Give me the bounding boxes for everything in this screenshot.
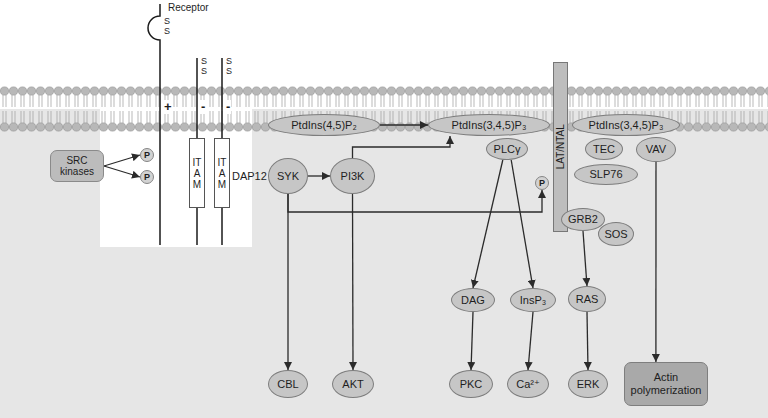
disulfide-label: S [226, 57, 232, 67]
node-text: P [144, 172, 150, 182]
node-text: PKC [460, 378, 483, 391]
protein-oval: RAS [568, 286, 606, 312]
charge-sign: - [200, 100, 206, 114]
node-text: PtdIns(4,5)P₂ [291, 119, 356, 132]
signal-arrow [473, 160, 503, 288]
phospho-circle: P [140, 148, 154, 162]
lipid-oval: PtdIns(3,4,5)P₃ [572, 114, 680, 136]
protein-oval: SOS [598, 222, 634, 246]
signal-arrow [511, 160, 533, 288]
charge-sign: + [163, 100, 173, 114]
protein-oval: VAV [636, 137, 676, 162]
lipid-bilayer [0, 86, 768, 132]
node-text: TEC [593, 143, 615, 156]
node-text: GRB2 [568, 213, 598, 226]
phospho-circle: P [140, 170, 154, 184]
node-text: RAS [576, 293, 599, 306]
signal-arrow [471, 312, 473, 370]
adaptor-bar: LAT/NTAL [553, 62, 568, 232]
protein-oval: SYK [268, 158, 308, 194]
output-oval: ERK [568, 370, 608, 398]
disulfide-label: S [201, 57, 207, 67]
disulfide-label: S [164, 27, 170, 37]
messenger-oval: DAG [451, 288, 495, 312]
protein-oval: PLCγ [486, 138, 528, 160]
protein-oval: SLP76 [574, 164, 638, 185]
node-text: PtdIns(3,4,5)P₃ [452, 119, 527, 132]
disulfide-label: S [226, 67, 232, 77]
signal-arrow [353, 136, 451, 158]
node-text: AKT [342, 378, 363, 391]
node-text: SRC kinases [54, 155, 100, 178]
node-text: Actin polymerization [628, 371, 704, 396]
node-text: LAT/NTAL [555, 124, 567, 169]
disulfide-label: S [164, 17, 170, 27]
node-text: DAG [461, 294, 485, 307]
output-oval: PKC [449, 370, 493, 398]
protein-oval: TEC [585, 138, 623, 160]
node-text: ERK [577, 378, 600, 391]
receptor-chain [148, 4, 160, 245]
node-text: VAV [646, 143, 666, 156]
disulfide-label: S [201, 67, 207, 77]
node-text: PtdIns(3,4,5)P₃ [589, 119, 664, 132]
node-text: CBL [277, 378, 298, 391]
protein-oval: PI3K [330, 158, 375, 194]
node-text: P [144, 150, 150, 160]
signal-arrow [528, 312, 533, 370]
node-text: PLCγ [494, 143, 521, 156]
output-oval: AKT [332, 370, 374, 398]
itam-box: ITAM [189, 138, 205, 208]
lipid-oval: PtdIns(3,4,5)P₃ [428, 114, 550, 136]
lipid-oval: PtdIns(4,5)P₂ [268, 114, 380, 136]
signal-arrow [308, 175, 330, 176]
signal-arrow [587, 312, 588, 370]
phospho-circle: P [535, 176, 549, 190]
signal-arrow [104, 166, 140, 177]
kinase-box: SRC kinases [50, 150, 104, 182]
node-text: P [539, 178, 545, 188]
signal-arrow [380, 124, 428, 125]
output-oval: CBL [268, 370, 308, 398]
signal-arrow [287, 194, 288, 370]
output-oval: Ca²⁺ [507, 370, 549, 398]
node-text: ITAM [217, 157, 227, 190]
node-text: Ca²⁺ [516, 378, 540, 391]
signal-arrow [583, 231, 587, 286]
node-text: InsP₃ [520, 294, 547, 307]
signal-arrow [655, 162, 656, 362]
protein-oval: GRB2 [561, 208, 605, 231]
outcome-box: Actin polymerization [624, 362, 708, 406]
node-text: SOS [604, 228, 627, 241]
messenger-oval: InsP₃ [510, 288, 556, 312]
node-text: PI3K [341, 170, 365, 183]
charge-sign: - [225, 100, 231, 114]
protein-label: DAP12 [232, 170, 267, 182]
receptor-label: Receptor [168, 2, 209, 13]
node-text: SLP76 [589, 168, 622, 181]
signal-arrow [352, 194, 354, 370]
signal-arrow [288, 190, 542, 212]
node-text: SYK [277, 170, 299, 183]
node-text: ITAM [192, 157, 202, 190]
itam-box: ITAM [214, 138, 230, 208]
signal-arrow [104, 155, 140, 166]
